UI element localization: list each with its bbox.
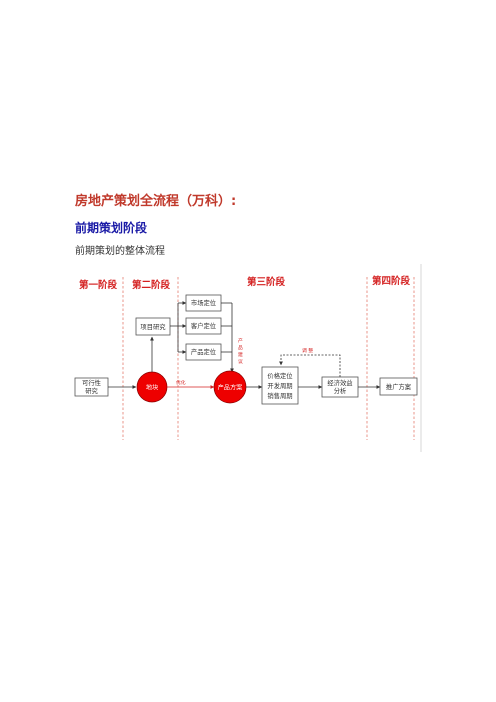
product-position-label: 产品定位 <box>191 347 217 356</box>
market-position-box: 市场定位 <box>185 294 222 312</box>
adjust-label: 调 整 <box>302 347 313 354</box>
page-title: 房地产策划全流程（万科）: <box>75 194 237 209</box>
economic-analysis-box: 经济效益 分析 <box>321 376 359 398</box>
land-label: 地块 <box>146 384 158 392</box>
stage-3-label: 第三阶段 <box>247 276 286 288</box>
product-suggestion-char-3: 建 <box>238 351 243 358</box>
promotion-plan-box: 推广方案 <box>379 377 418 396</box>
feasibility-line-2: 研究 <box>85 386 98 395</box>
promotion-label: 推广方案 <box>386 382 412 391</box>
product-suggestion-char-2: 品 <box>238 345 243 351</box>
feasibility-line-1: 可行性 <box>82 378 101 387</box>
stage-4-label: 第四阶段 <box>372 275 411 287</box>
analysis-line-2: 分析 <box>334 386 347 395</box>
land-circle: 地块 <box>136 371 168 403</box>
project-research-box: 项目研究 <box>135 317 171 336</box>
stage-1-label: 第一阶段 <box>79 279 118 291</box>
feasibility-study-box: 可行性 研究 <box>74 377 109 397</box>
project-research-label: 项目研究 <box>140 322 166 331</box>
market-position-label: 市场定位 <box>191 298 217 307</box>
optimize-label: 优化 <box>176 379 186 386</box>
customer-position-box: 客户定位 <box>185 317 222 335</box>
figure-caption: 前期策划的整体流程 <box>75 246 165 257</box>
product-plan-label: 产品方案 <box>218 384 244 392</box>
section-heading: 前期策划阶段 <box>75 221 148 235</box>
analysis-line-1: 经济效益 <box>327 378 353 387</box>
product-suggestion-char-4: 议 <box>238 358 243 365</box>
pricing-cycle-box: 价格定位 开发周期 销售周期 <box>261 366 299 405</box>
adjust-feedback-arrow <box>279 354 341 377</box>
customer-position-label: 客户定位 <box>191 321 217 330</box>
product-position-box: 产品定位 <box>185 343 222 361</box>
pricing-line-1: 价格定位 <box>267 371 293 380</box>
product-plan-circle: 产品方案 <box>213 370 247 404</box>
product-suggestion-char-1: 产 <box>238 337 243 344</box>
pricing-line-3: 销售周期 <box>267 391 292 400</box>
pricing-line-2: 开发周期 <box>267 381 292 390</box>
stage-2-label: 第二阶段 <box>132 279 171 291</box>
product-suggestion-label: 产 品 建 议 <box>238 337 243 365</box>
